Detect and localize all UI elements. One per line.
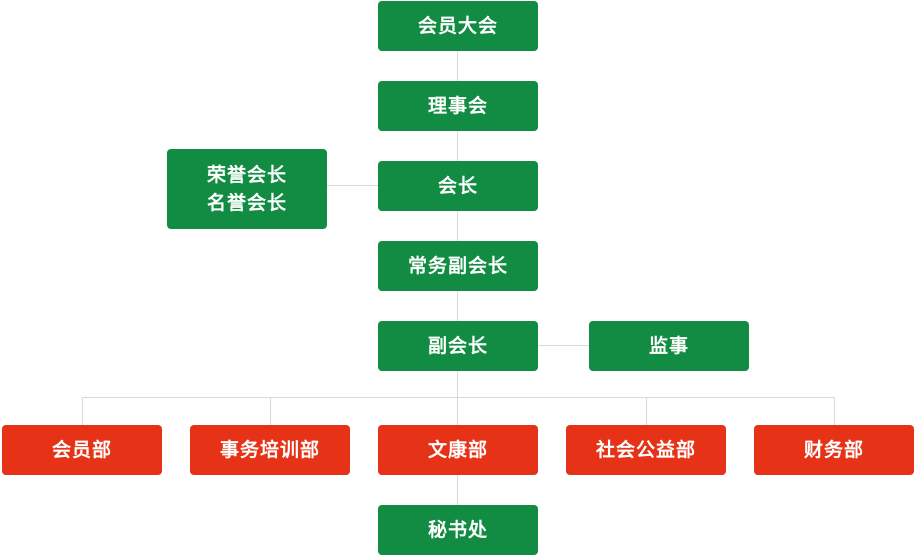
- connector-dept-4: [646, 397, 647, 425]
- node-executive-vice-president-label: 常务副会长: [407, 254, 508, 277]
- node-honorary-label-2: 名誉会长: [206, 192, 287, 214]
- node-secretariat: 秘书处: [378, 505, 538, 555]
- node-honorary-president: 荣誉会长 名誉会长: [167, 149, 327, 229]
- connector-honorary: [326, 185, 378, 186]
- node-department-label: 事务培训部: [219, 438, 320, 461]
- node-department-label: 文康部: [427, 438, 488, 461]
- connector-dept-5: [834, 397, 835, 425]
- node-department-label: 会员部: [51, 438, 112, 461]
- node-department-culture-recreation: 文康部: [378, 425, 538, 475]
- node-council: 理事会: [378, 81, 538, 131]
- connector-dept-2: [270, 397, 271, 425]
- node-department-finance: 财务部: [754, 425, 914, 475]
- node-department-membership: 会员部: [2, 425, 162, 475]
- connector-departments-bus: [82, 397, 835, 398]
- node-vice-president-label: 副会长: [427, 334, 488, 357]
- node-department-affairs-training: 事务培训部: [190, 425, 350, 475]
- node-executive-vice-president: 常务副会长: [378, 241, 538, 291]
- node-president: 会长: [378, 161, 538, 211]
- node-council-label: 理事会: [427, 94, 488, 117]
- node-general-assembly: 会员大会: [378, 1, 538, 51]
- node-vice-president: 副会长: [378, 321, 538, 371]
- node-department-social-welfare: 社会公益部: [566, 425, 726, 475]
- node-general-assembly-label: 会员大会: [417, 14, 498, 37]
- node-president-label: 会长: [437, 174, 478, 197]
- connector-dept-1: [82, 397, 83, 425]
- connector-supervisor: [537, 345, 590, 346]
- node-department-label: 社会公益部: [595, 438, 696, 461]
- node-supervisor-label: 监事: [648, 334, 689, 357]
- node-department-label: 财务部: [803, 438, 864, 461]
- node-honorary-label-1: 荣誉会长: [206, 163, 287, 186]
- node-secretariat-label: 秘书处: [427, 518, 488, 541]
- node-supervisor: 监事: [589, 321, 749, 371]
